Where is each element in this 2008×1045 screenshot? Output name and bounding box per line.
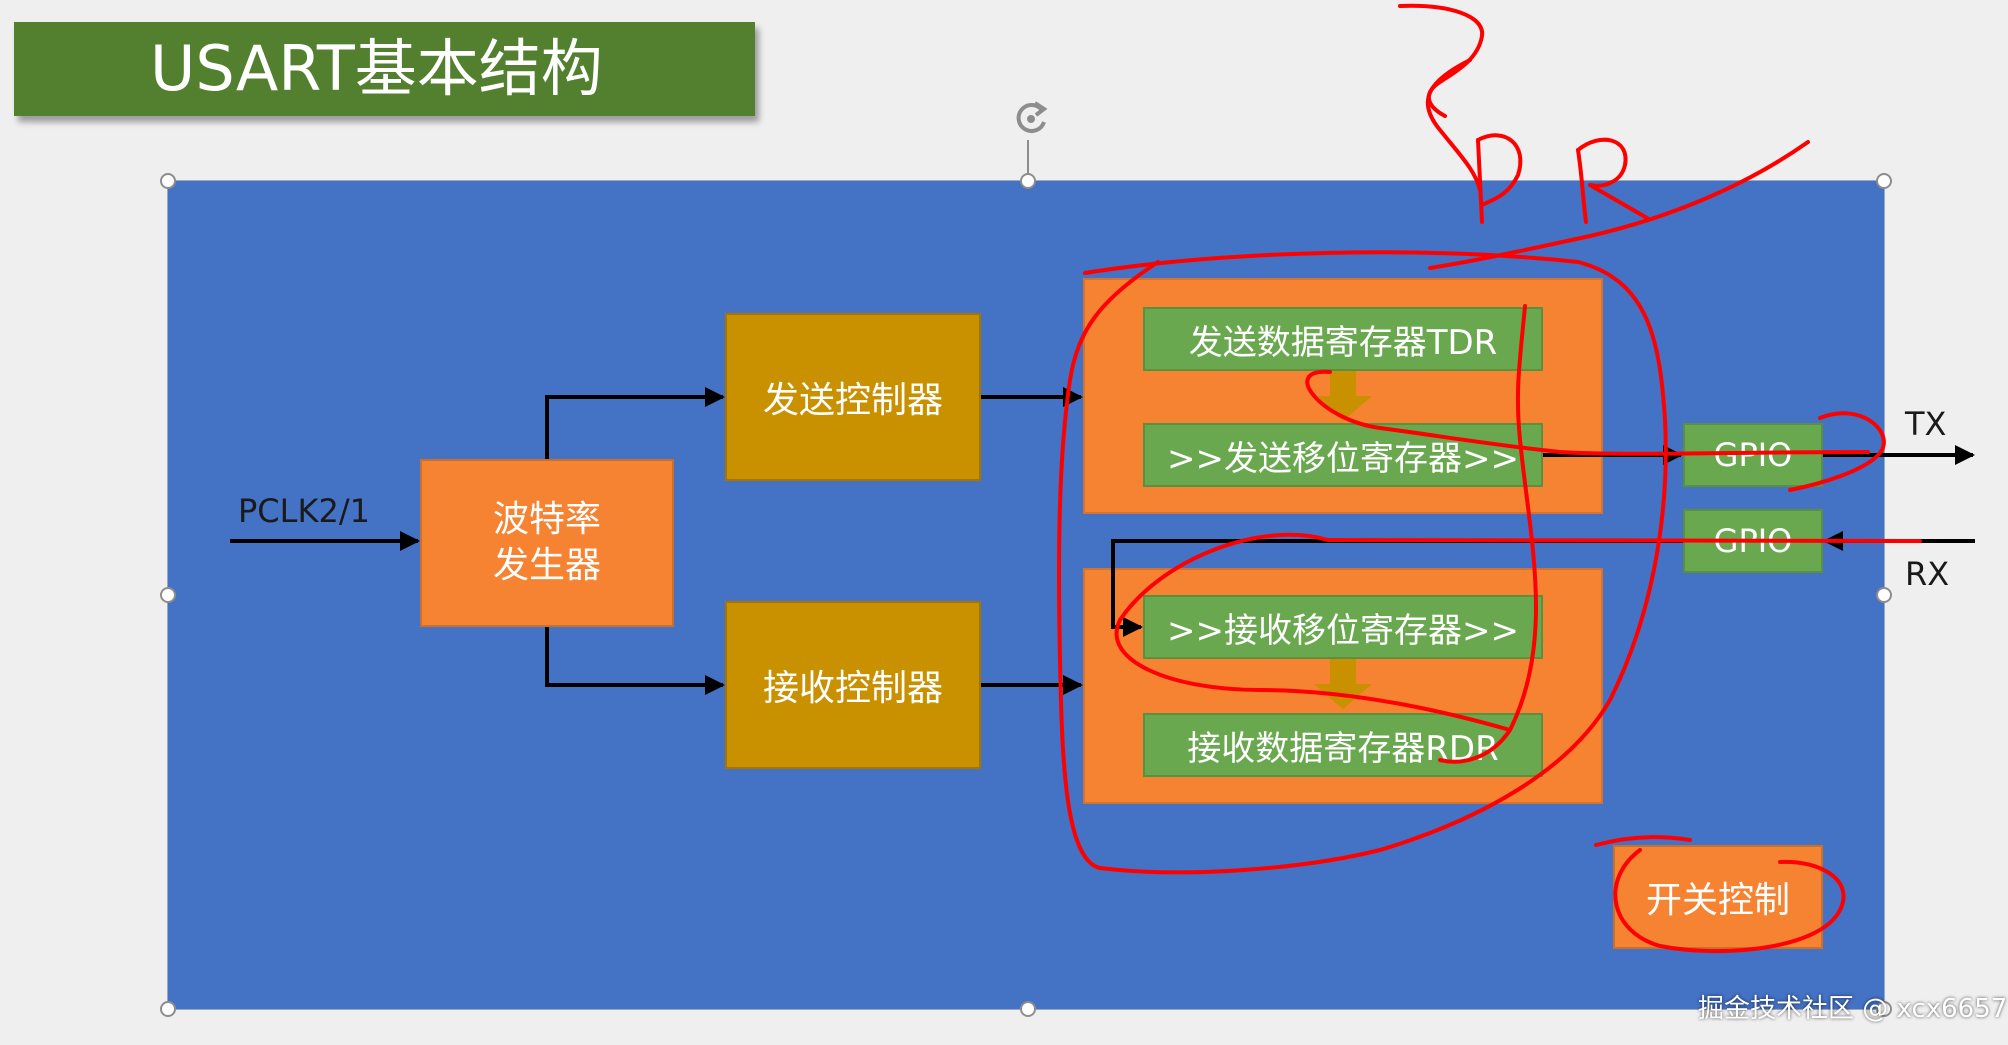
switch-control-block: 开关控制 [1613, 845, 1823, 949]
resize-handle-top-right[interactable] [1876, 173, 1892, 189]
rx-controller-block: 接收控制器 [725, 601, 981, 769]
gpio-rx-block: GPIO [1683, 509, 1823, 573]
tdr-register-block: 发送数据寄存器TDR [1143, 307, 1543, 371]
resize-handle-top-left[interactable] [160, 173, 176, 189]
page-title: USART基本结构 [14, 22, 755, 116]
resize-handle-bottom-middle[interactable] [1020, 1001, 1036, 1017]
resize-handle-top-middle[interactable] [1020, 173, 1036, 189]
resize-handle-middle-right[interactable] [1876, 587, 1892, 603]
resize-handle-bottom-right[interactable] [1876, 1001, 1892, 1017]
watermark-text: 掘金技术社区 @ xcx6657 [1698, 994, 2008, 1024]
rotate-handle-icon[interactable] [1008, 96, 1054, 142]
tx-shift-register-block: >>发送移位寄存器>> [1143, 423, 1543, 487]
rx-pin-label: RX [1905, 555, 1950, 593]
clock-input-label: PCLK2/1 [238, 492, 370, 530]
resize-handle-bottom-left[interactable] [160, 1001, 176, 1017]
baud-rate-generator-block: 波特率 发生器 [420, 459, 674, 627]
tx-controller-block: 发送控制器 [725, 313, 981, 481]
rdr-register-block: 接收数据寄存器RDR [1143, 713, 1543, 777]
rotate-handle-stem [1027, 140, 1029, 181]
tx-pin-label: TX [1905, 405, 1947, 443]
resize-handle-middle-left[interactable] [160, 587, 176, 603]
gpio-tx-block: GPIO [1683, 423, 1823, 487]
rx-shift-register-block: >>接收移位寄存器>> [1143, 595, 1543, 659]
